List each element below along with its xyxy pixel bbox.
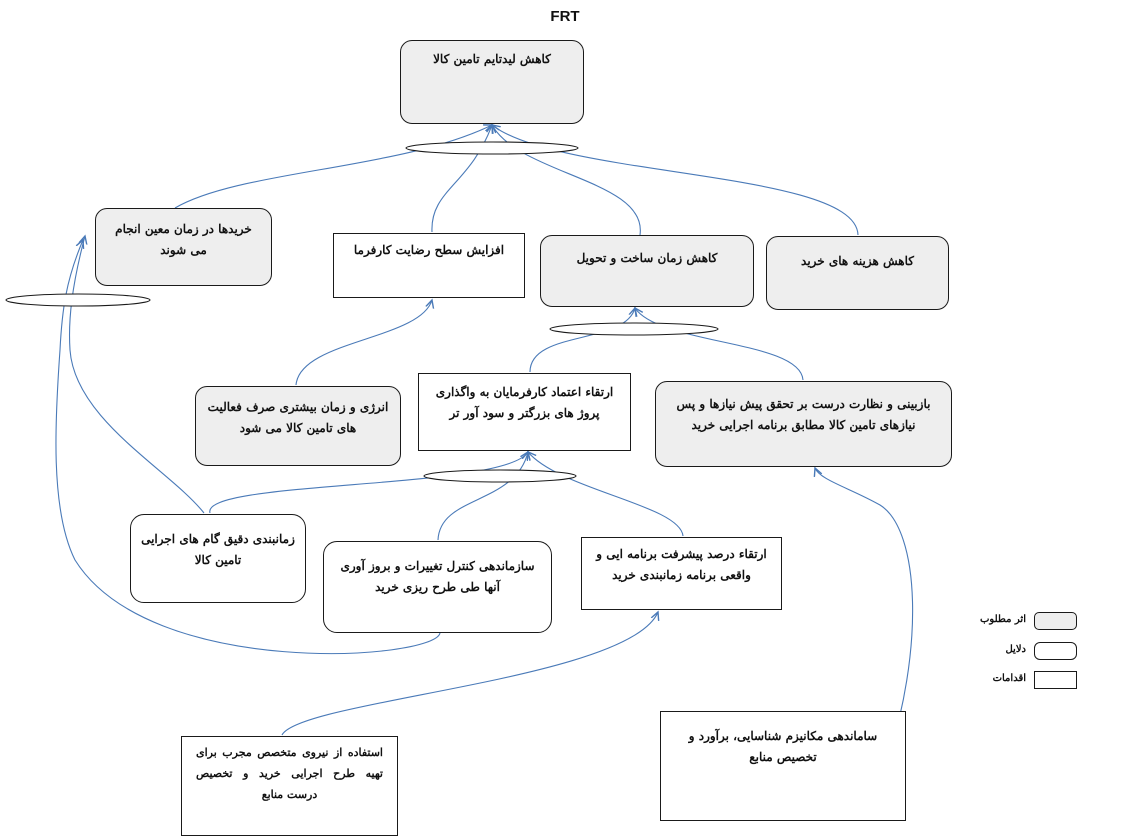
node-precise-scheduling: زمانبندی دقیق گام های اجرایی تامین کالا bbox=[130, 514, 306, 603]
node-client-satisfaction-label: افزایش سطح رضایت کارفرما bbox=[353, 243, 505, 257]
connector-buildtime-to-goal bbox=[492, 125, 641, 236]
connector-expert-to-progress bbox=[281, 612, 658, 736]
legend-swatch-effect bbox=[1034, 612, 1077, 630]
connector-scheduling-to-trust bbox=[209, 452, 528, 514]
and-ellipse-timely bbox=[5, 293, 151, 307]
node-resource-mechanism-label: ساماندهی مکانیزم شناسایی، برآورد و تخصیص… bbox=[688, 729, 878, 764]
node-goal-label: کاهش لیدتایم تامین کالا bbox=[433, 52, 551, 66]
node-needs-review: بازبینی و نظارت درست بر تحقق پیش نیازها … bbox=[655, 381, 952, 467]
node-client-trust: ارتقاء اعتماد کارفرمایان به واگذاری پروژ… bbox=[418, 373, 631, 451]
node-client-trust-label: ارتقاء اعتماد کارفرمایان به واگذاری پروژ… bbox=[435, 385, 614, 420]
legend-label-effect: اثر مطلوب bbox=[979, 614, 1026, 625]
node-build-time-label: کاهش زمان ساخت و تحویل bbox=[576, 251, 718, 265]
node-energy-time: انرژی و زمان بیشتری صرف فعالیت های تامین… bbox=[195, 386, 401, 466]
node-needs-review-label: بازبینی و نظارت درست بر تحقق پیش نیازها … bbox=[676, 397, 931, 432]
legend-swatch-action bbox=[1034, 671, 1077, 689]
legend-swatch-cause bbox=[1034, 642, 1077, 660]
connector-progress-to-trust bbox=[528, 452, 684, 537]
connector-satisfaction-to-goal bbox=[431, 125, 492, 233]
node-goal: کاهش لیدتایم تامین کالا bbox=[400, 40, 584, 124]
node-timely-purchase: خریدها در زمان معین انجام می شوند bbox=[95, 208, 272, 286]
connector-energy-to-satisfaction bbox=[295, 300, 432, 386]
node-purchase-cost-label: کاهش هزینه های خرید bbox=[801, 254, 914, 268]
diagram-title: FRT bbox=[550, 8, 580, 25]
node-expert-staff: استفاده از نیروی متخصص مجرب برای تهیه طر… bbox=[181, 736, 398, 836]
node-client-satisfaction: افزایش سطح رضایت کارفرما bbox=[333, 233, 525, 298]
connector-review-to-buildtime bbox=[635, 308, 804, 381]
node-precise-scheduling-label: زمانبندی دقیق گام های اجرایی تامین کالا bbox=[141, 532, 295, 567]
connector-mechanism-to-review bbox=[815, 468, 914, 769]
node-resource-mechanism: ساماندهی مکانیزم شناسایی، برآورد و تخصیص… bbox=[660, 711, 906, 821]
node-build-time: کاهش زمان ساخت و تحویل bbox=[540, 235, 754, 307]
node-timely-purchase-label: خریدها در زمان معین انجام می شوند bbox=[115, 222, 252, 257]
connector-changecontrol-to-trust bbox=[437, 452, 528, 541]
legend-label-cause: دلایل bbox=[1005, 644, 1026, 655]
node-change-control: سازماندهی کنترل تغییرات و بروز آوری آنها… bbox=[323, 541, 552, 633]
connector-timely-to-goal bbox=[174, 125, 492, 209]
node-purchase-cost: کاهش هزینه های خرید bbox=[766, 236, 949, 310]
node-progress-percent-label: ارتقاء درصد پیشرفت برنامه ایی و واقعی بر… bbox=[596, 547, 767, 582]
connector-cost-to-goal bbox=[492, 125, 859, 236]
node-energy-time-label: انرژی و زمان بیشتری صرف فعالیت های تامین… bbox=[207, 400, 389, 435]
and-ellipse-trust bbox=[423, 469, 577, 483]
connector-scheduling-to-timely bbox=[68, 236, 205, 514]
connector-trust-to-buildtime bbox=[529, 308, 635, 373]
and-ellipse-goal bbox=[405, 141, 579, 155]
and-ellipse-buildtime bbox=[549, 322, 719, 336]
connector-changecontrol-to-timely bbox=[55, 240, 441, 655]
node-expert-staff-label: استفاده از نیروی متخصص مجرب برای تهیه طر… bbox=[196, 746, 383, 801]
legend-label-action: اقدامات bbox=[992, 673, 1026, 684]
node-change-control-label: سازماندهی کنترل تغییرات و بروز آوری آنها… bbox=[340, 559, 535, 594]
node-progress-percent: ارتقاء درصد پیشرفت برنامه ایی و واقعی بر… bbox=[581, 537, 782, 610]
